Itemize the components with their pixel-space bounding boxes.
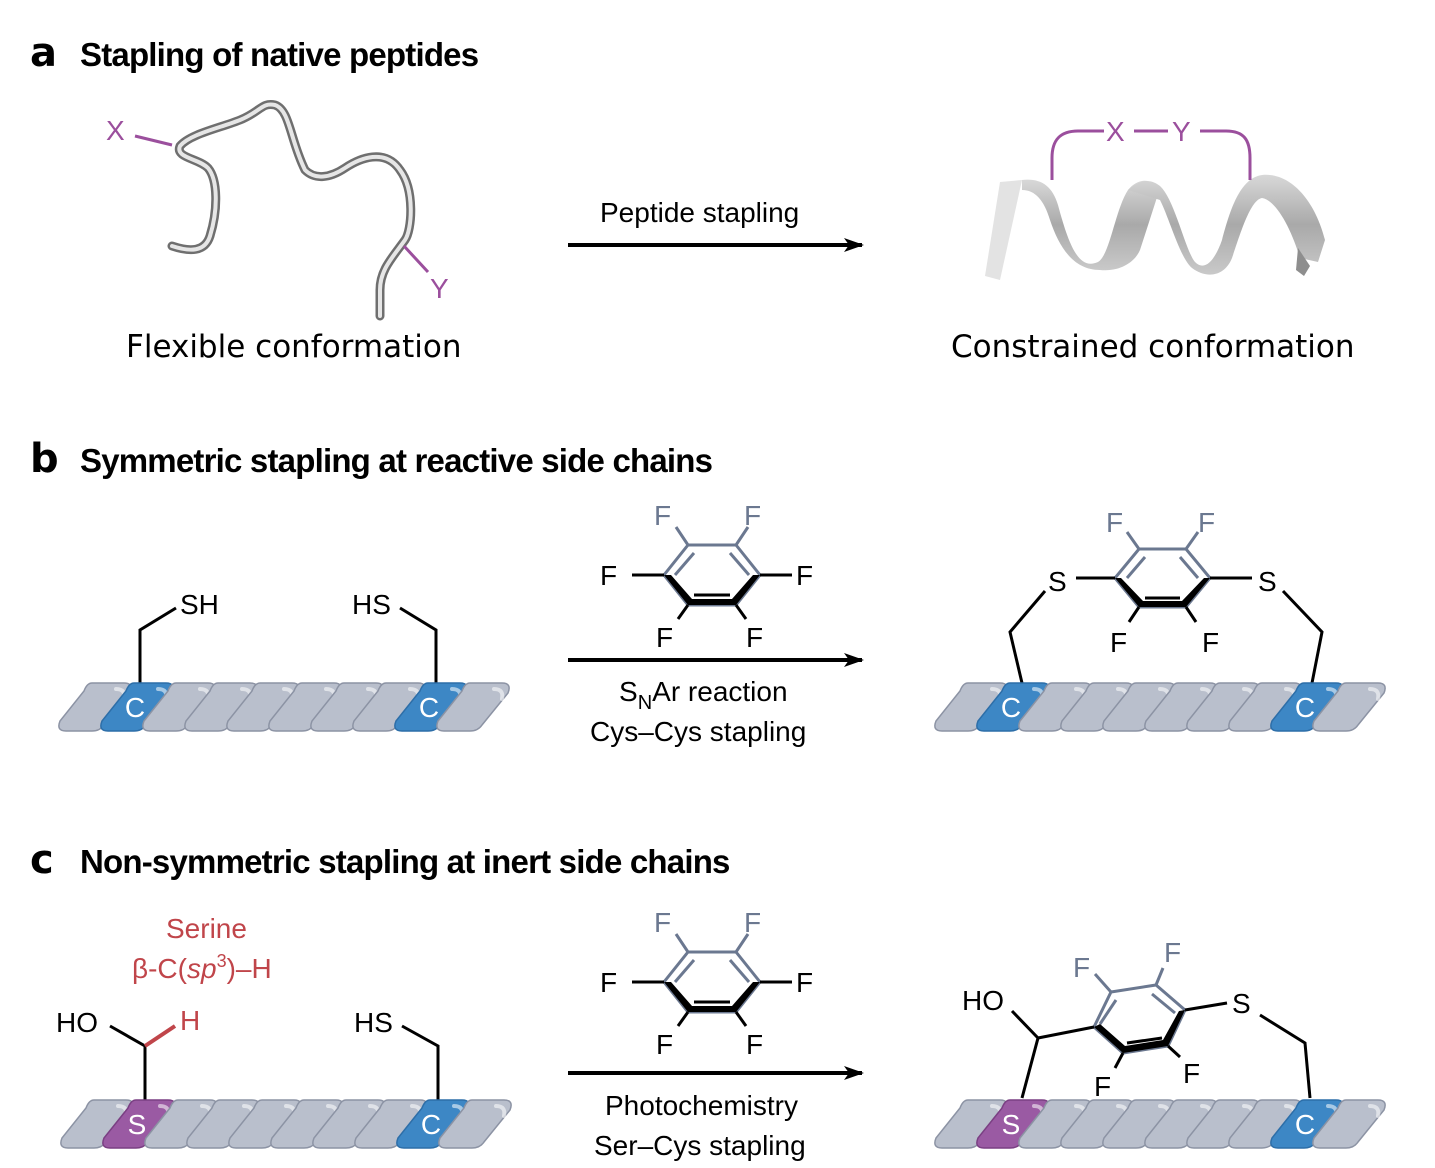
hs-label-c: HS: [354, 1007, 393, 1038]
product-b-structure: [1008, 531, 1324, 684]
reagent-f-bottom-left: F: [656, 622, 673, 653]
serine-annotation: Serine: [166, 913, 247, 944]
sh-label: SH: [180, 589, 219, 620]
reagent-f-top-left: F: [654, 500, 671, 531]
staple-y: Y: [1172, 116, 1191, 147]
pentafluoro-reagent-c: F F F F F F: [600, 907, 813, 1060]
label-x: X: [106, 115, 125, 146]
product-c-f-lower-left: F: [1094, 1071, 1111, 1102]
cysteine-bead: C: [1270, 682, 1344, 732]
cys-side-chain-c: [401, 1024, 440, 1100]
arrow-label-peptide-stapling: Peptide stapling: [600, 197, 799, 228]
staple-left-arm: [1050, 129, 1104, 180]
ser-side-chain: [109, 1024, 147, 1100]
pentafluoro-reagent-b: F F F F F F: [600, 500, 813, 653]
flexible-caption: Flexible conformation: [126, 329, 461, 365]
reagent-f-bottom-right: F: [746, 1029, 763, 1060]
panel-b-title: Symmetric stapling at reactive side chai…: [80, 442, 712, 479]
arrow-label-cys-cys: Cys–Cys stapling: [590, 716, 806, 747]
reagent-f-right: F: [796, 560, 813, 591]
label-y: Y: [430, 273, 449, 304]
reagent-f-left: F: [600, 560, 617, 591]
ser-ch-bond: [143, 1024, 177, 1048]
reagent-f-top-left: F: [654, 907, 671, 938]
product-b-s-left: S: [1048, 566, 1067, 597]
arrow-label-photochemistry: Photochemistry: [605, 1090, 798, 1121]
residue-letter: C: [421, 1109, 441, 1140]
product-c-f-upper-left: F: [1073, 952, 1090, 983]
panel-c: c Non-symmetric stapling at inert side c…: [30, 837, 1386, 1161]
residue-bead: [436, 682, 510, 732]
panel-a-letter: a: [30, 30, 57, 76]
reagent-f-right: F: [796, 967, 813, 998]
cys-left-side-chain: [138, 606, 177, 683]
beta-ch-annotation: β-C(sp3)–H: [132, 951, 272, 984]
product-c-f-top: F: [1164, 937, 1181, 968]
cys-right-side-chain: [399, 606, 438, 683]
product-b-f-top-right: F: [1198, 507, 1215, 538]
product-c-ho: HO: [962, 985, 1004, 1016]
product-b-s-right: S: [1258, 566, 1277, 597]
panel-c-title: Non-symmetric stapling at inert side cha…: [80, 843, 730, 880]
reagent-f-bottom-left: F: [656, 1029, 673, 1060]
residue-bead: [1312, 1099, 1386, 1149]
residue-bead: [438, 1099, 512, 1149]
residue-bead: [1312, 682, 1386, 732]
residue-letter: C: [1295, 692, 1315, 723]
residue-letter: C: [1001, 692, 1021, 723]
residue-letter: C: [1295, 1109, 1315, 1140]
arrow-label-snar: SNAr reaction: [619, 676, 788, 714]
residue-letter: C: [419, 692, 439, 723]
x-connector: [134, 134, 173, 147]
ho-label: HO: [56, 1007, 98, 1038]
staple-x: X: [1106, 116, 1125, 147]
panel-c-letter: c: [30, 837, 54, 883]
panel-b: b Symmetric stapling at reactive side ch…: [30, 436, 1386, 747]
constrained-caption: Constrained conformation: [951, 329, 1354, 365]
product-c-s-link: S: [1232, 988, 1251, 1019]
reagent-f-top-right: F: [744, 500, 761, 531]
y-connector: [402, 244, 430, 274]
serine-bead: S: [102, 1099, 176, 1149]
arrow-label-ser-cys: Ser–Cys stapling: [594, 1130, 806, 1161]
product-c-f-lower-right: F: [1183, 1058, 1200, 1089]
residue-letter: S: [1002, 1109, 1021, 1140]
product-c-structure: [1010, 967, 1312, 1099]
serine-bead: S: [976, 1099, 1050, 1149]
product-b-f-bottom-right: F: [1202, 627, 1219, 658]
staple-right-arm: [1200, 129, 1252, 180]
constrained-helix-ribbon: [985, 174, 1325, 280]
panel-a-title: Stapling of native peptides: [80, 36, 478, 73]
residue-letter: C: [125, 692, 145, 723]
reagent-f-top-right: F: [744, 907, 761, 938]
reagent-f-bottom-right: F: [746, 622, 763, 653]
panel-a: a Stapling of native peptides X Y Flexib…: [30, 30, 1354, 365]
residue-letter: S: [128, 1109, 147, 1140]
product-b-f-top-left: F: [1106, 507, 1123, 538]
h-label: H: [180, 1005, 200, 1036]
panel-b-letter: b: [30, 436, 59, 482]
hs-label: HS: [352, 589, 391, 620]
product-b-f-bottom-left: F: [1110, 627, 1127, 658]
reagent-f-left: F: [600, 967, 617, 998]
flexible-peptide-coil: [167, 99, 416, 321]
